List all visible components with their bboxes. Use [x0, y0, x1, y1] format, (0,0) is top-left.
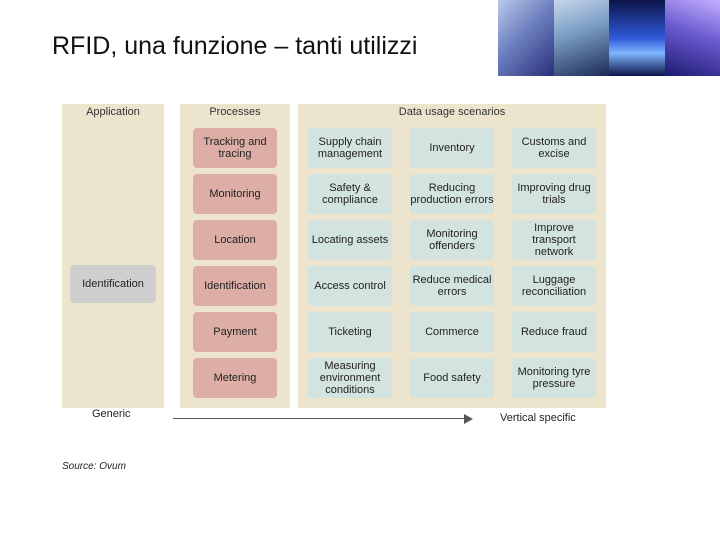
- plug-photo: [498, 0, 554, 76]
- scenario-box: Reduce fraud: [512, 312, 596, 352]
- process-box: Location: [193, 220, 277, 260]
- process-box: Payment: [193, 312, 277, 352]
- scenario-box: Customs and excise: [512, 128, 596, 168]
- processes-header: Processes: [209, 106, 261, 118]
- process-box: Tracking and tracing: [193, 128, 277, 168]
- scenario-box: Measuring environment conditions: [308, 358, 392, 398]
- application-panel: [62, 104, 164, 408]
- generic-label: Generic: [92, 408, 131, 420]
- scenario-box: Reduce medical errors: [410, 266, 494, 306]
- header-photo-strip: [498, 0, 720, 76]
- process-box: Monitoring: [193, 174, 277, 214]
- scenario-box: Monitoring offenders: [410, 220, 494, 260]
- scenario-box: Monitoring tyre pressure: [512, 358, 596, 398]
- scenarios-header: Data usage scenarios: [398, 106, 506, 118]
- scenario-box: Improve transport network: [512, 220, 596, 260]
- axis-arrow-head: [464, 414, 473, 424]
- axis-arrow-line: [173, 418, 466, 419]
- vertical-specific-label: Vertical specific: [500, 412, 576, 424]
- scenario-box: Safety & compliance: [308, 174, 392, 214]
- slide-title: RFID, una funzione – tanti utilizzi: [52, 32, 418, 60]
- process-box: Metering: [193, 358, 277, 398]
- scenario-box: Food safety: [410, 358, 494, 398]
- scenario-box: Supply chain management: [308, 128, 392, 168]
- scenario-box: Ticketing: [308, 312, 392, 352]
- scenario-box: Locating assets: [308, 220, 392, 260]
- scenario-box: Inventory: [410, 128, 494, 168]
- application-identification-box: Identification: [70, 265, 156, 303]
- abstract-photo: [664, 0, 720, 76]
- source-note: Source: Ovum: [62, 461, 126, 472]
- scenario-box: Improving drug trials: [512, 174, 596, 214]
- scenario-box: Reducing production errors: [410, 174, 494, 214]
- light-photo: [609, 0, 665, 76]
- process-box: Identification: [193, 266, 277, 306]
- phone-photo: [553, 0, 609, 76]
- application-header: Application: [86, 106, 140, 118]
- scenario-box: Luggage reconciliation: [512, 266, 596, 306]
- scenario-box: Access control: [308, 266, 392, 306]
- scenario-box: Commerce: [410, 312, 494, 352]
